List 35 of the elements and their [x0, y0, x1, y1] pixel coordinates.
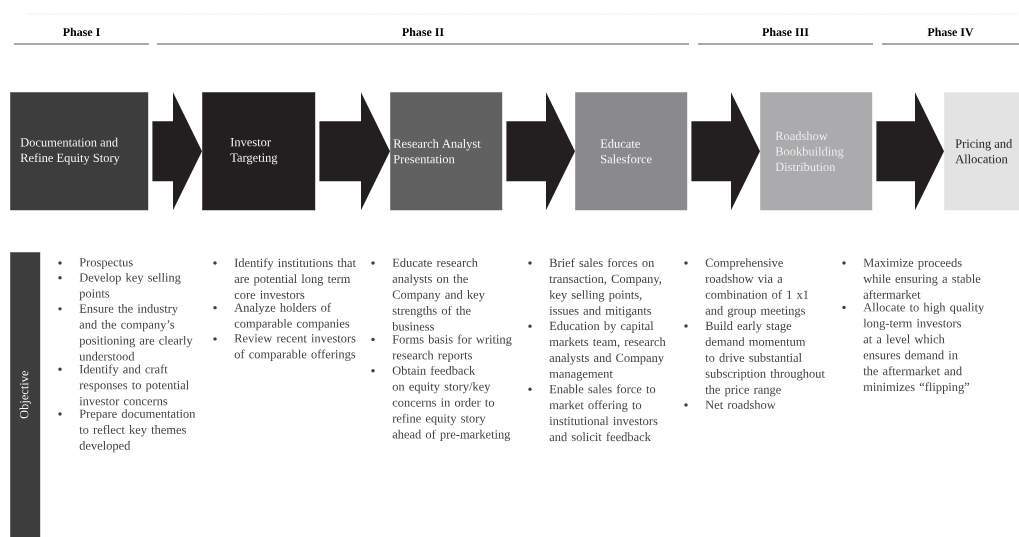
block-arrow: [152, 92, 202, 211]
bullet-item: Prepare documentation to reflect key themes developed: [79, 409, 196, 453]
block-arrow: [319, 92, 390, 211]
bullet-item: Identify institutions that are potential long term core investors: [234, 258, 356, 299]
bullet-item: Allocate to high quality long-term investors at a level which ensures demand in the aftermarket and minimizes “flipping”: [863, 302, 985, 394]
bullet-item: Forms basis for writing research reports: [392, 334, 512, 362]
process-box: Investor Targeting: [202, 92, 316, 211]
bullet-item: Maximize proceeds while ensuring a stable aftermarket: [863, 258, 981, 299]
block-arrow: [876, 92, 944, 211]
block-arrow: [506, 92, 575, 211]
bullet-item: Analyze holders of comparable companies: [234, 302, 350, 331]
bullet-item: Educate research analysts on the Company and key strengths of the business: [392, 258, 485, 331]
bullet-item: Comprehensive roadshow via a combination of 1 x1 and group meetings: [705, 258, 809, 318]
bullet-item: Review recent investors of comparable offerings: [234, 334, 356, 361]
process-box: Educate Salesforce: [575, 92, 688, 211]
process-box: Research Analyst Presentation: [390, 92, 503, 211]
bullet-item: Brief sales forces on transaction, Company, key selling points, issues and mitigants: [549, 258, 662, 318]
process-box: Roadshow Bookbuilding Distribution: [760, 92, 873, 211]
bullet-item: Net roadshow: [705, 400, 776, 409]
bullet-item: Develop key selling points: [79, 272, 181, 301]
bullet-item: Build early stage demand momentum to drive substantial subscription throughout the price range: [705, 321, 825, 397]
phase-header: Phase I: [62, 27, 100, 37]
bullet-item: Education by capital markets team, research analysts and Company management: [549, 321, 666, 381]
bullet-item: Prospectus: [79, 258, 133, 269]
label-band: Objective: [10, 252, 41, 537]
bullet-item: Enable sales force to market offering to institutional investors and solicit feedback: [549, 384, 658, 442]
bullet-item: Obtain feedback on equity story/key concerns in order to refine equity story ahead of pre-marketing: [392, 365, 511, 442]
bullet-item: Identify and craft responses to potential investor concerns: [79, 364, 189, 406]
phase-header: Phase II: [402, 27, 444, 37]
phase-header: Phase III: [762, 27, 809, 37]
bullet-item: Ensure the industry and the company’s positioning are clearly understood: [79, 304, 193, 361]
process-box: Documentation and Refine Equity Story: [10, 92, 149, 211]
block-arrow: [691, 92, 760, 211]
process-box: Pricing and Allocation: [944, 92, 1019, 211]
phase-header: Phase IV: [927, 27, 974, 37]
